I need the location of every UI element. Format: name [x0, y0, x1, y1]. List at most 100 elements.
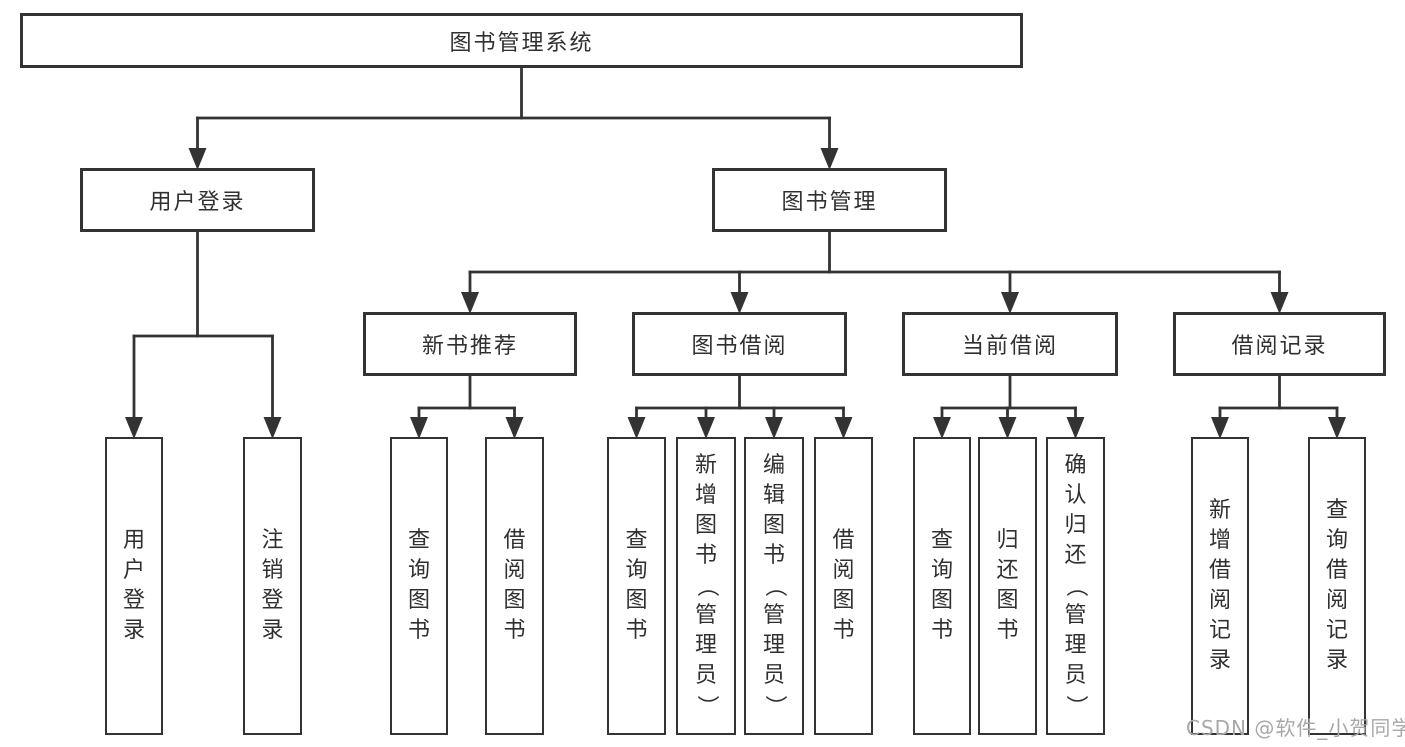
- vertical-label-char: 询: [1325, 528, 1348, 553]
- node-borrow-records: 借阅记录: [1173, 312, 1386, 376]
- node-label-bb-query-book: 查询图书: [625, 439, 647, 733]
- node-book-borrow: 图书借阅: [632, 312, 847, 376]
- vertical-label-char: 借: [832, 528, 855, 553]
- vertical-label-char: 书: [625, 618, 648, 643]
- vertical-label-char: 用: [122, 528, 145, 553]
- arrowhead-icon: [1001, 292, 1019, 314]
- node-label-user-login: 用户登录: [149, 190, 246, 215]
- vertical-label-char: 图: [625, 588, 648, 613]
- vertical-label-char: 录: [1208, 648, 1231, 673]
- vertical-label-char: 阅: [1208, 588, 1231, 613]
- node-new-book-rec: 新书推荐: [363, 312, 577, 376]
- arrowhead-icon: [998, 417, 1017, 439]
- vertical-label-char: 增: [1208, 528, 1231, 553]
- node-label-logout-leaf: 注销登录: [261, 439, 283, 733]
- vertical-label-char: 借: [1325, 558, 1348, 583]
- node-label-bb-add-book: 新增图书（管理员）: [694, 439, 719, 733]
- arrowhead-icon: [1066, 417, 1085, 439]
- watermark: CSDN @软件_小贺同学: [1186, 716, 1405, 740]
- vertical-label-char: 员: [694, 663, 717, 688]
- vertical-label-char: 询: [930, 558, 953, 583]
- node-label-book-mgmt: 图书管理: [781, 190, 878, 215]
- node-cb-return-book: 归还图书: [978, 437, 1037, 735]
- vertical-label-char: 管: [762, 603, 785, 628]
- vertical-label-char: 还: [996, 558, 1019, 583]
- vertical-label-char: 认: [1064, 483, 1087, 508]
- vertical-label-char: 图: [930, 588, 953, 613]
- node-label-cb-query-book: 查询图书: [931, 439, 953, 733]
- vertical-label-char: 借: [503, 528, 526, 553]
- node-rec-query-book: 查询图书: [390, 437, 448, 735]
- vertical-label-char: 查: [1325, 498, 1348, 523]
- vertical-label-char: 户: [122, 558, 145, 583]
- vertical-label-char: 借: [1208, 558, 1231, 583]
- node-bb-query-book: 查询图书: [607, 437, 666, 735]
- vertical-label-char: 归: [1064, 513, 1087, 538]
- arrowhead-icon: [730, 292, 749, 314]
- vertical-label-char: 新: [694, 453, 717, 478]
- node-label-cb-return-book: 归还图书: [996, 439, 1018, 733]
- node-br-query-record: 查询借阅记录: [1308, 437, 1366, 735]
- vertical-label-char: 员: [1064, 663, 1087, 688]
- node-book-mgmt: 图书管理: [712, 168, 947, 232]
- vertical-label-char: 确: [1064, 453, 1087, 478]
- vertical-label-char: 询: [407, 558, 430, 583]
- vertical-label-char: 录: [1325, 648, 1348, 673]
- vertical-label-char: 登: [261, 588, 284, 613]
- arrowhead-icon: [1328, 417, 1346, 439]
- node-label-rec-query-book: 查询图书: [408, 439, 430, 733]
- node-bb-borrow-book: 借阅图书: [814, 437, 873, 735]
- vertical-label-char: 询: [625, 558, 648, 583]
- vertical-label-char: 阅: [1325, 588, 1348, 613]
- vertical-label-char: 图: [407, 588, 430, 613]
- arrowhead-icon: [765, 417, 783, 439]
- node-label-root: 图书管理系统: [449, 30, 594, 56]
- vertical-label-char: （: [1063, 574, 1089, 598]
- arrowhead-icon: [1211, 417, 1229, 439]
- node-cb-query-book: 查询图书: [913, 437, 971, 735]
- node-label-user-login-leaf: 用户登录: [123, 439, 145, 733]
- node-label-br-query-record: 查询借阅记录: [1326, 439, 1348, 733]
- vertical-label-char: 书: [762, 543, 785, 568]
- arrowhead-icon: [505, 417, 524, 439]
- arrowhead-icon: [410, 417, 428, 439]
- node-label-current-borrow: 当前借阅: [961, 334, 1058, 359]
- vertical-label-char: 销: [261, 558, 284, 583]
- arrowhead-icon: [820, 148, 839, 170]
- vertical-label-char: 理: [1064, 633, 1087, 658]
- vertical-label-char: 书: [407, 618, 430, 643]
- node-label-borrow-records: 借阅记录: [1231, 334, 1328, 359]
- vertical-label-char: ）: [1063, 694, 1089, 718]
- vertical-label-char: ）: [761, 694, 787, 718]
- vertical-label-char: 新: [1208, 498, 1231, 523]
- vertical-label-char: 查: [625, 528, 648, 553]
- node-rec-borrow-book: 借阅图书: [485, 437, 544, 735]
- node-logout-leaf: 注销登录: [243, 437, 302, 735]
- node-br-add-record: 新增借阅记录: [1191, 437, 1249, 735]
- arrowhead-icon: [834, 417, 853, 439]
- vertical-label-char: 书: [930, 618, 953, 643]
- vertical-label-char: 辑: [762, 483, 785, 508]
- node-label-br-add-record: 新增借阅记录: [1209, 439, 1231, 733]
- arrowhead-icon: [627, 417, 646, 439]
- vertical-label-char: 记: [1325, 618, 1348, 643]
- node-label-bb-borrow-book: 借阅图书: [832, 439, 854, 733]
- vertical-label-char: ）: [693, 694, 719, 718]
- vertical-label-char: 查: [407, 528, 430, 553]
- vertical-label-char: 阅: [832, 558, 855, 583]
- node-root: 图书管理系统: [20, 13, 1023, 68]
- arrowhead-icon: [1270, 292, 1289, 314]
- vertical-label-char: 录: [261, 618, 284, 643]
- node-current-borrow: 当前借阅: [902, 312, 1118, 376]
- vertical-label-char: 图: [762, 513, 785, 538]
- vertical-label-char: 图: [694, 513, 717, 538]
- node-label-new-book-rec: 新书推荐: [421, 334, 518, 359]
- arrowhead-icon: [461, 292, 479, 314]
- vertical-label-char: 还: [1064, 543, 1087, 568]
- arrowhead-icon: [263, 417, 282, 439]
- arrowhead-icon: [125, 417, 143, 439]
- vertical-label-char: 记: [1208, 618, 1231, 643]
- vertical-label-char: 编: [762, 453, 785, 478]
- node-bb-add-book: 新增图书（管理员）: [676, 437, 736, 735]
